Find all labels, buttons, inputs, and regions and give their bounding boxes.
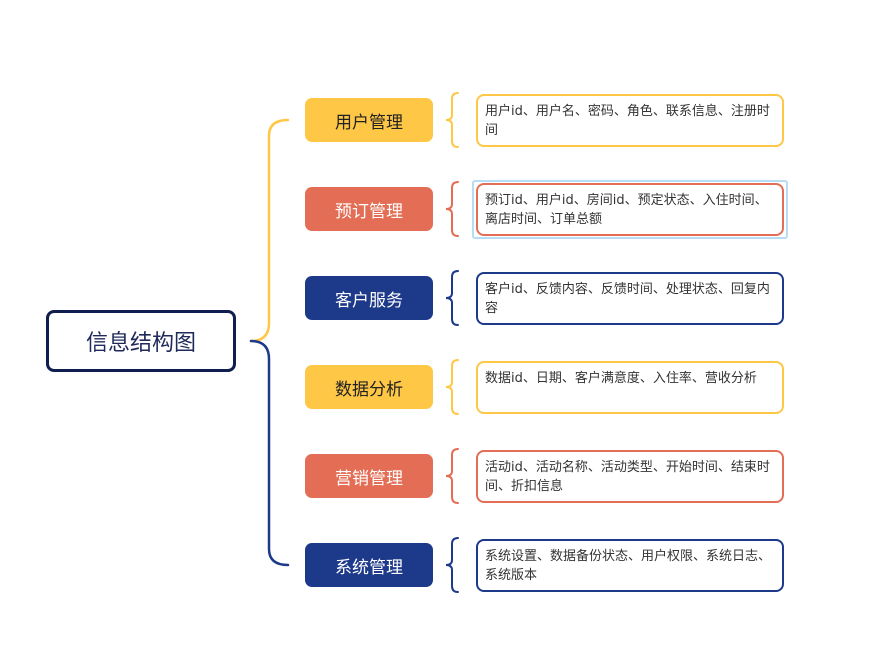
branch-node-marketing-management[interactable]: 营销管理 — [305, 454, 433, 498]
brace-connector — [445, 92, 459, 148]
upper-trunk-connector — [249, 118, 290, 343]
branch-node-system-management[interactable]: 系统管理 — [305, 543, 433, 587]
leaf-text: 客户id、反馈内容、反馈时间、处理状态、回复内容 — [485, 282, 770, 316]
leaf-node-analysis-fields[interactable]: 数据id、日期、客户满意度、入住率、营收分析 — [476, 361, 784, 414]
branch-node-customer-service[interactable]: 客户服务 — [305, 276, 433, 320]
leaf-node-marketing-fields[interactable]: 活动id、活动名称、活动类型、开始时间、结束时间、折扣信息 — [476, 450, 784, 503]
branch-node-data-analysis[interactable]: 数据分析 — [305, 365, 433, 409]
branch-label: 客户服务 — [335, 290, 403, 311]
leaf-node-user-fields[interactable]: 用户id、用户名、密码、角色、联系信息、注册时间 — [476, 94, 784, 147]
brace-connector — [445, 270, 459, 326]
branch-node-booking-management[interactable]: 预订管理 — [305, 187, 433, 231]
branch-label: 用户管理 — [335, 112, 403, 133]
brace-connector — [445, 359, 459, 415]
leaf-node-system-fields[interactable]: 系统设置、数据备份状态、用户权限、系统日志、系统版本 — [476, 539, 784, 592]
root-title: 信息结构图 — [85, 331, 196, 356]
branch-label: 预订管理 — [335, 201, 403, 222]
leaf-text: 活动id、活动名称、活动类型、开始时间、结束时间、折扣信息 — [485, 460, 770, 494]
leaf-node-booking-fields[interactable]: 预订id、用户id、房间id、预定状态、入住时间、离店时间、订单总额 — [476, 183, 784, 236]
leaf-text: 用户id、用户名、密码、角色、联系信息、注册时间 — [485, 104, 770, 138]
branch-label: 数据分析 — [335, 379, 403, 400]
branch-label: 系统管理 — [335, 557, 403, 578]
leaf-text: 预订id、用户id、房间id、预定状态、入住时间、离店时间、订单总额 — [485, 193, 768, 227]
brace-connector — [445, 537, 459, 593]
brace-connector — [445, 181, 459, 237]
branch-label: 营销管理 — [335, 468, 403, 489]
root-node[interactable]: 信息结构图 — [46, 310, 236, 372]
leaf-node-customer-fields[interactable]: 客户id、反馈内容、反馈时间、处理状态、回复内容 — [476, 272, 784, 325]
leaf-text: 系统设置、数据备份状态、用户权限、系统日志、系统版本 — [485, 549, 772, 583]
lower-trunk-connector — [249, 339, 290, 567]
leaf-text: 数据id、日期、客户满意度、入住率、营收分析 — [485, 371, 757, 386]
brace-connector — [445, 448, 459, 504]
branch-node-user-management[interactable]: 用户管理 — [305, 98, 433, 142]
selection-frame — [472, 180, 788, 239]
